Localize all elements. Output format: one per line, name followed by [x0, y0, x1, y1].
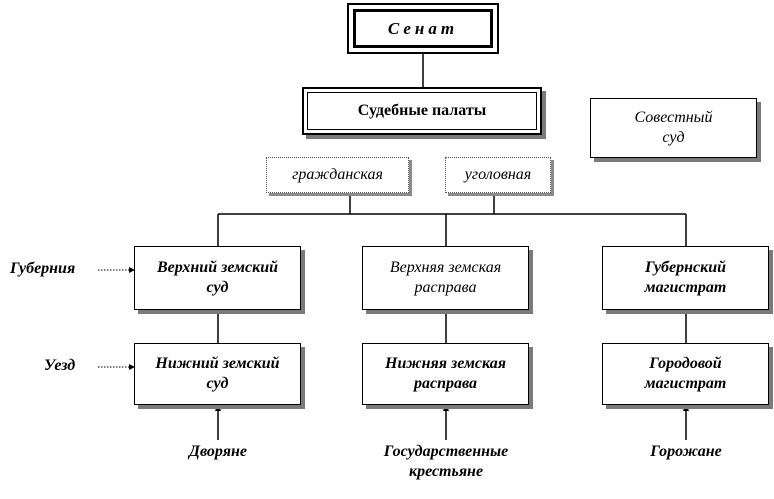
level-uezd-label: Уезд [44, 357, 76, 374]
gubernsky-magistrat-line1: Губернский [644, 259, 727, 276]
city-magistrat-box: Городовой магистрат [602, 343, 769, 405]
conscience-court-box: Совестный суд [590, 98, 757, 158]
senate-box: Сенат [347, 3, 499, 54]
estate-state-peasants-line1: Государственные [383, 443, 509, 460]
estate-state-peasants-line2: крестьяне [408, 463, 484, 480]
criminal-chamber-label: уголовная [464, 166, 532, 183]
conscience-court-line2: суд [662, 129, 685, 146]
lower-zemskaya-rasprava-box: Нижняя земская расправа [362, 343, 529, 405]
gubernsky-magistrat-box: Губернский магистрат [602, 246, 769, 310]
upper-zemsky-court-box: Верхний земский суд [134, 246, 301, 310]
criminal-chamber-box: уголовная [445, 157, 551, 193]
lower-zemsky-court-line1: Нижний земский [155, 355, 280, 372]
estate-nobility: Дворяне [189, 443, 247, 460]
lower-zemskaya-rasprava-line1: Нижняя земская [385, 355, 506, 372]
judicial-chambers-box: Судебные палаты [302, 87, 542, 135]
estate-state-peasants: Государственные крестьяне [356, 442, 536, 482]
upper-zemsky-court-line1: Верхний земский [156, 259, 279, 276]
civil-chamber-label: гражданская [292, 166, 383, 183]
upper-zemskaya-rasprava-box: Верхняя земская расправа [362, 246, 529, 310]
lower-zemsky-court-line2: суд [206, 375, 229, 392]
estate-townspeople: Горожане [650, 443, 722, 460]
lower-zemskaya-rasprava-line2: расправа [413, 375, 478, 392]
city-magistrat-line2: магистрат [644, 375, 727, 392]
level-guberniya-label: Губерния [10, 260, 76, 277]
gubernsky-magistrat-line2: магистрат [644, 279, 727, 296]
civil-chamber-box: гражданская [266, 157, 409, 193]
judicial-chambers-label: Судебные палаты [307, 92, 537, 130]
upper-zemskaya-rasprava-line2: расправа [414, 279, 477, 296]
upper-zemskaya-rasprava-line1: Верхняя земская [389, 259, 502, 276]
upper-zemsky-court-line2: суд [206, 279, 229, 296]
senate-label: Сенат [353, 9, 493, 48]
conscience-court-line1: Совестный [634, 109, 713, 126]
city-magistrat-line1: Городовой [649, 355, 722, 372]
lower-zemsky-court-box: Нижний земский суд [134, 343, 301, 405]
